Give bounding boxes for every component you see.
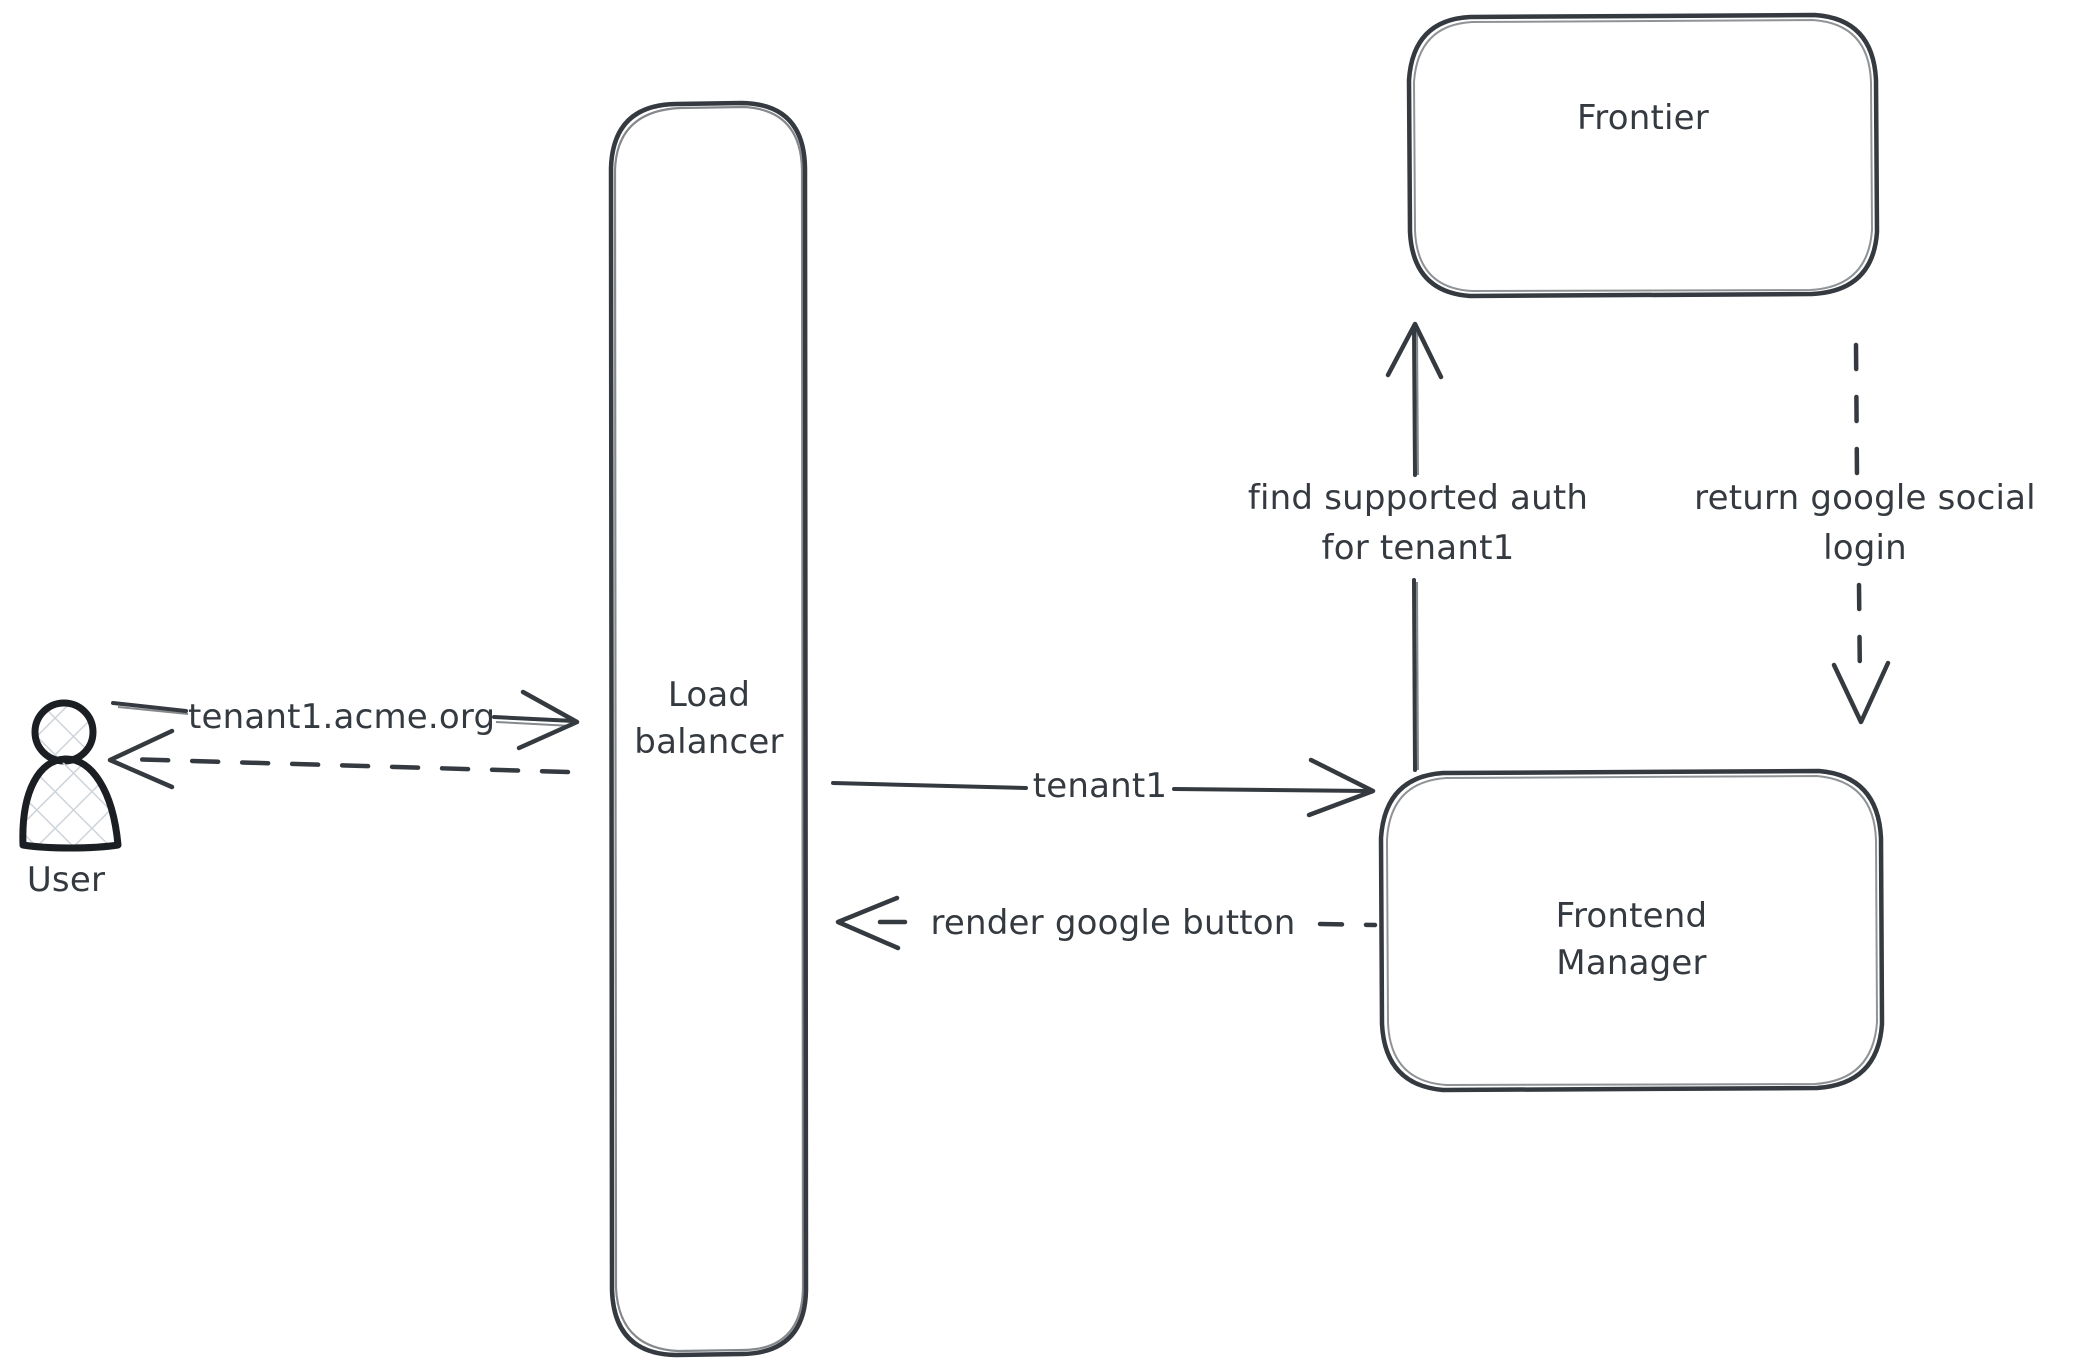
node-label-frontend-manager-line2: Manager	[1556, 943, 1707, 983]
actor-label-user: User	[26, 860, 106, 900]
node-label-load-balancer-line1: Load	[667, 675, 751, 715]
edge-label-tenant1: tenant1	[1032, 766, 1168, 806]
edge-load-balancer-to-user	[107, 728, 571, 790]
edge-load-balancer-to-frontend-manager	[831, 757, 1376, 818]
edge-label-render-google-button: render google button	[930, 903, 1296, 943]
node-label-frontend-manager-line1: Frontend	[1555, 896, 1708, 936]
node-frontier-shape[interactable]	[1406, 12, 1880, 299]
edge-label-return-google-social-line2: login	[1823, 528, 1907, 568]
edge-label-find-supported-auth-line2: for tenant1	[1321, 528, 1515, 568]
edge-label-find-supported-auth-line1: find supported auth	[1247, 478, 1589, 518]
node-label-load-balancer-line2: balancer	[634, 722, 784, 762]
edge-frontier-to-frontend-manager	[1831, 342, 1891, 725]
edge-label-tenant1-acme-org: tenant1.acme.org	[188, 697, 496, 737]
user-actor-icon	[19, 699, 122, 852]
edge-frontend-manager-to-frontier	[1385, 321, 1444, 772]
node-load-balancer-shape[interactable]	[608, 100, 809, 1358]
edge-user-to-load-balancer	[111, 689, 580, 751]
node-label-frontier: Frontier	[1577, 98, 1709, 138]
edge-frontend-manager-to-load-balancer	[835, 895, 1378, 951]
node-frontend-manager-shape[interactable]	[1378, 768, 1885, 1093]
edge-label-return-google-social-line1: return google social	[1694, 478, 2036, 518]
